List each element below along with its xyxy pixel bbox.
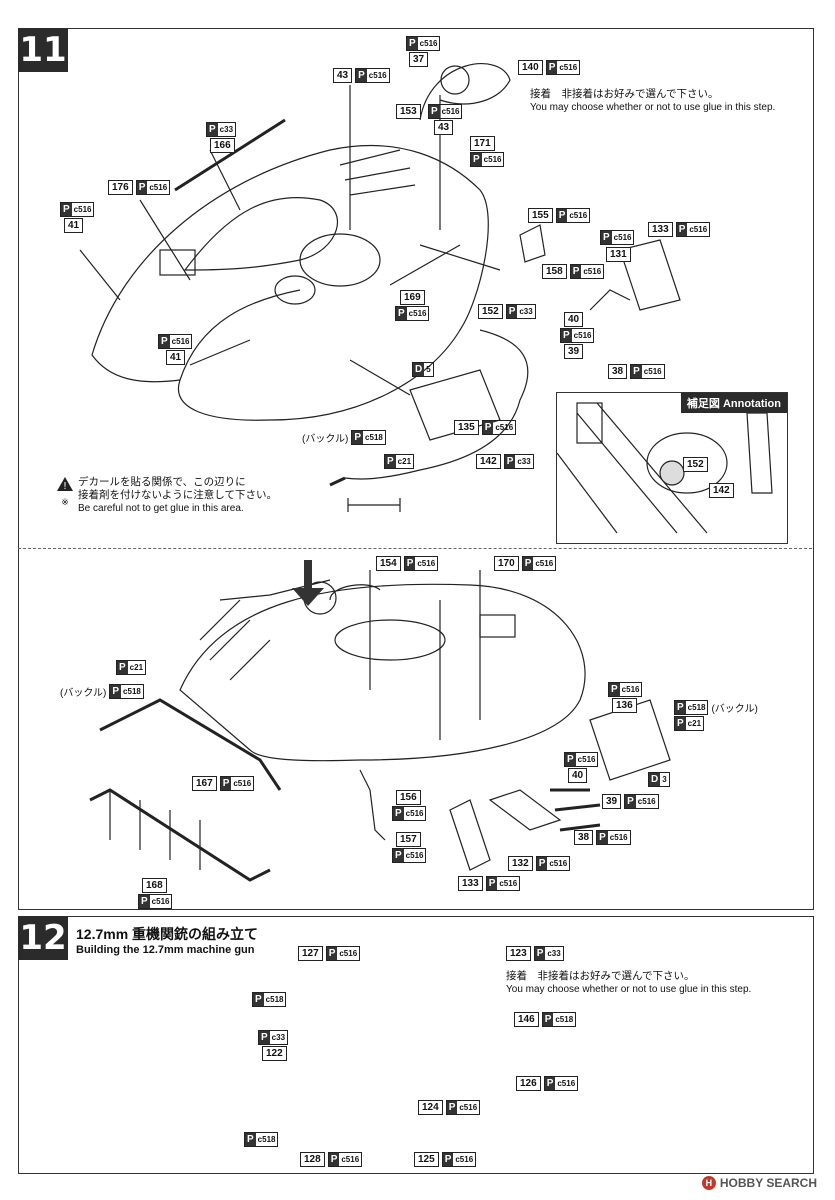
- part-157: 157: [396, 832, 421, 847]
- hobbysearch-logo-icon: H: [701, 1176, 716, 1190]
- part-40-a: 40: [564, 312, 584, 327]
- watermark-text: HOBBY SEARCH: [719, 1176, 817, 1190]
- part-41-b: 41: [166, 350, 186, 365]
- step-12-title-en: Building the 12.7mm machine gun: [76, 944, 255, 956]
- warning-en: Be careful not to get glue in this area.: [78, 503, 244, 514]
- part-41-a-num: 41: [64, 218, 84, 233]
- part-37-num: 37: [409, 52, 429, 67]
- part-136: 136: [612, 698, 637, 713]
- part-40-b: 40: [568, 768, 588, 783]
- step-12-frame: [18, 916, 814, 1174]
- warning-jp-1: デカールを貼る関係で、この辺りに: [78, 476, 246, 488]
- part-131: 131: [606, 247, 631, 262]
- annotation-part-142: 142: [709, 483, 734, 498]
- step-12-title-jp: 12.7mm 重機関銃の組み立て: [76, 926, 259, 942]
- step-12-title: 12.7mm 重機関銃の組み立て Building the 12.7mm mac…: [76, 924, 258, 956]
- part-166-num: 166: [210, 138, 235, 153]
- svg-text:!: !: [63, 481, 67, 492]
- warning-jp-2: 接着剤を付けないように注意して下さい。: [78, 489, 277, 501]
- glue-note-jp: 接着 非接着はお好みで選んで下さい。: [530, 88, 719, 100]
- glue-note-step11: 接着 非接着はお好みで選んで下さい。 You may choose whethe…: [530, 88, 775, 114]
- glue-note-en: You may choose whether or not to use glu…: [530, 102, 776, 113]
- glue-note-en-12: You may choose whether or not to use glu…: [506, 984, 752, 995]
- part-168: 168: [142, 878, 167, 893]
- warning-mark: ※: [61, 497, 69, 507]
- annotation-part-152: 152: [683, 457, 708, 472]
- annotation-box: 補足図 Annotation 152 142: [556, 392, 788, 544]
- annotation-title: 補足図 Annotation: [680, 393, 787, 413]
- step-11-number: 11: [18, 28, 68, 72]
- glue-note-jp-12: 接着 非接着はお好みで選んで下さい。: [506, 970, 695, 982]
- step-12-number: 12: [18, 916, 68, 960]
- part-122: 122: [262, 1046, 287, 1061]
- annotation-drawing: [557, 402, 773, 534]
- part-156: 156: [396, 790, 421, 805]
- glue-note-step12: 接着 非接着はお好みで選んで下さい。 You may choose whethe…: [506, 970, 751, 996]
- part-171: 171: [470, 136, 495, 151]
- glue-warning: ! ※ デカールを貼る関係で、この辺りに 接着剤を付けないように注意して下さい。…: [56, 476, 277, 515]
- part-169: 169: [400, 290, 425, 305]
- section-divider: [18, 548, 812, 549]
- part-43-b: 43: [434, 120, 454, 135]
- part-39-a: 39: [564, 344, 584, 359]
- warning-icon: !: [57, 477, 73, 492]
- watermark: H HOBBY SEARCH: [701, 1176, 817, 1190]
- part-153: 153: [396, 104, 421, 119]
